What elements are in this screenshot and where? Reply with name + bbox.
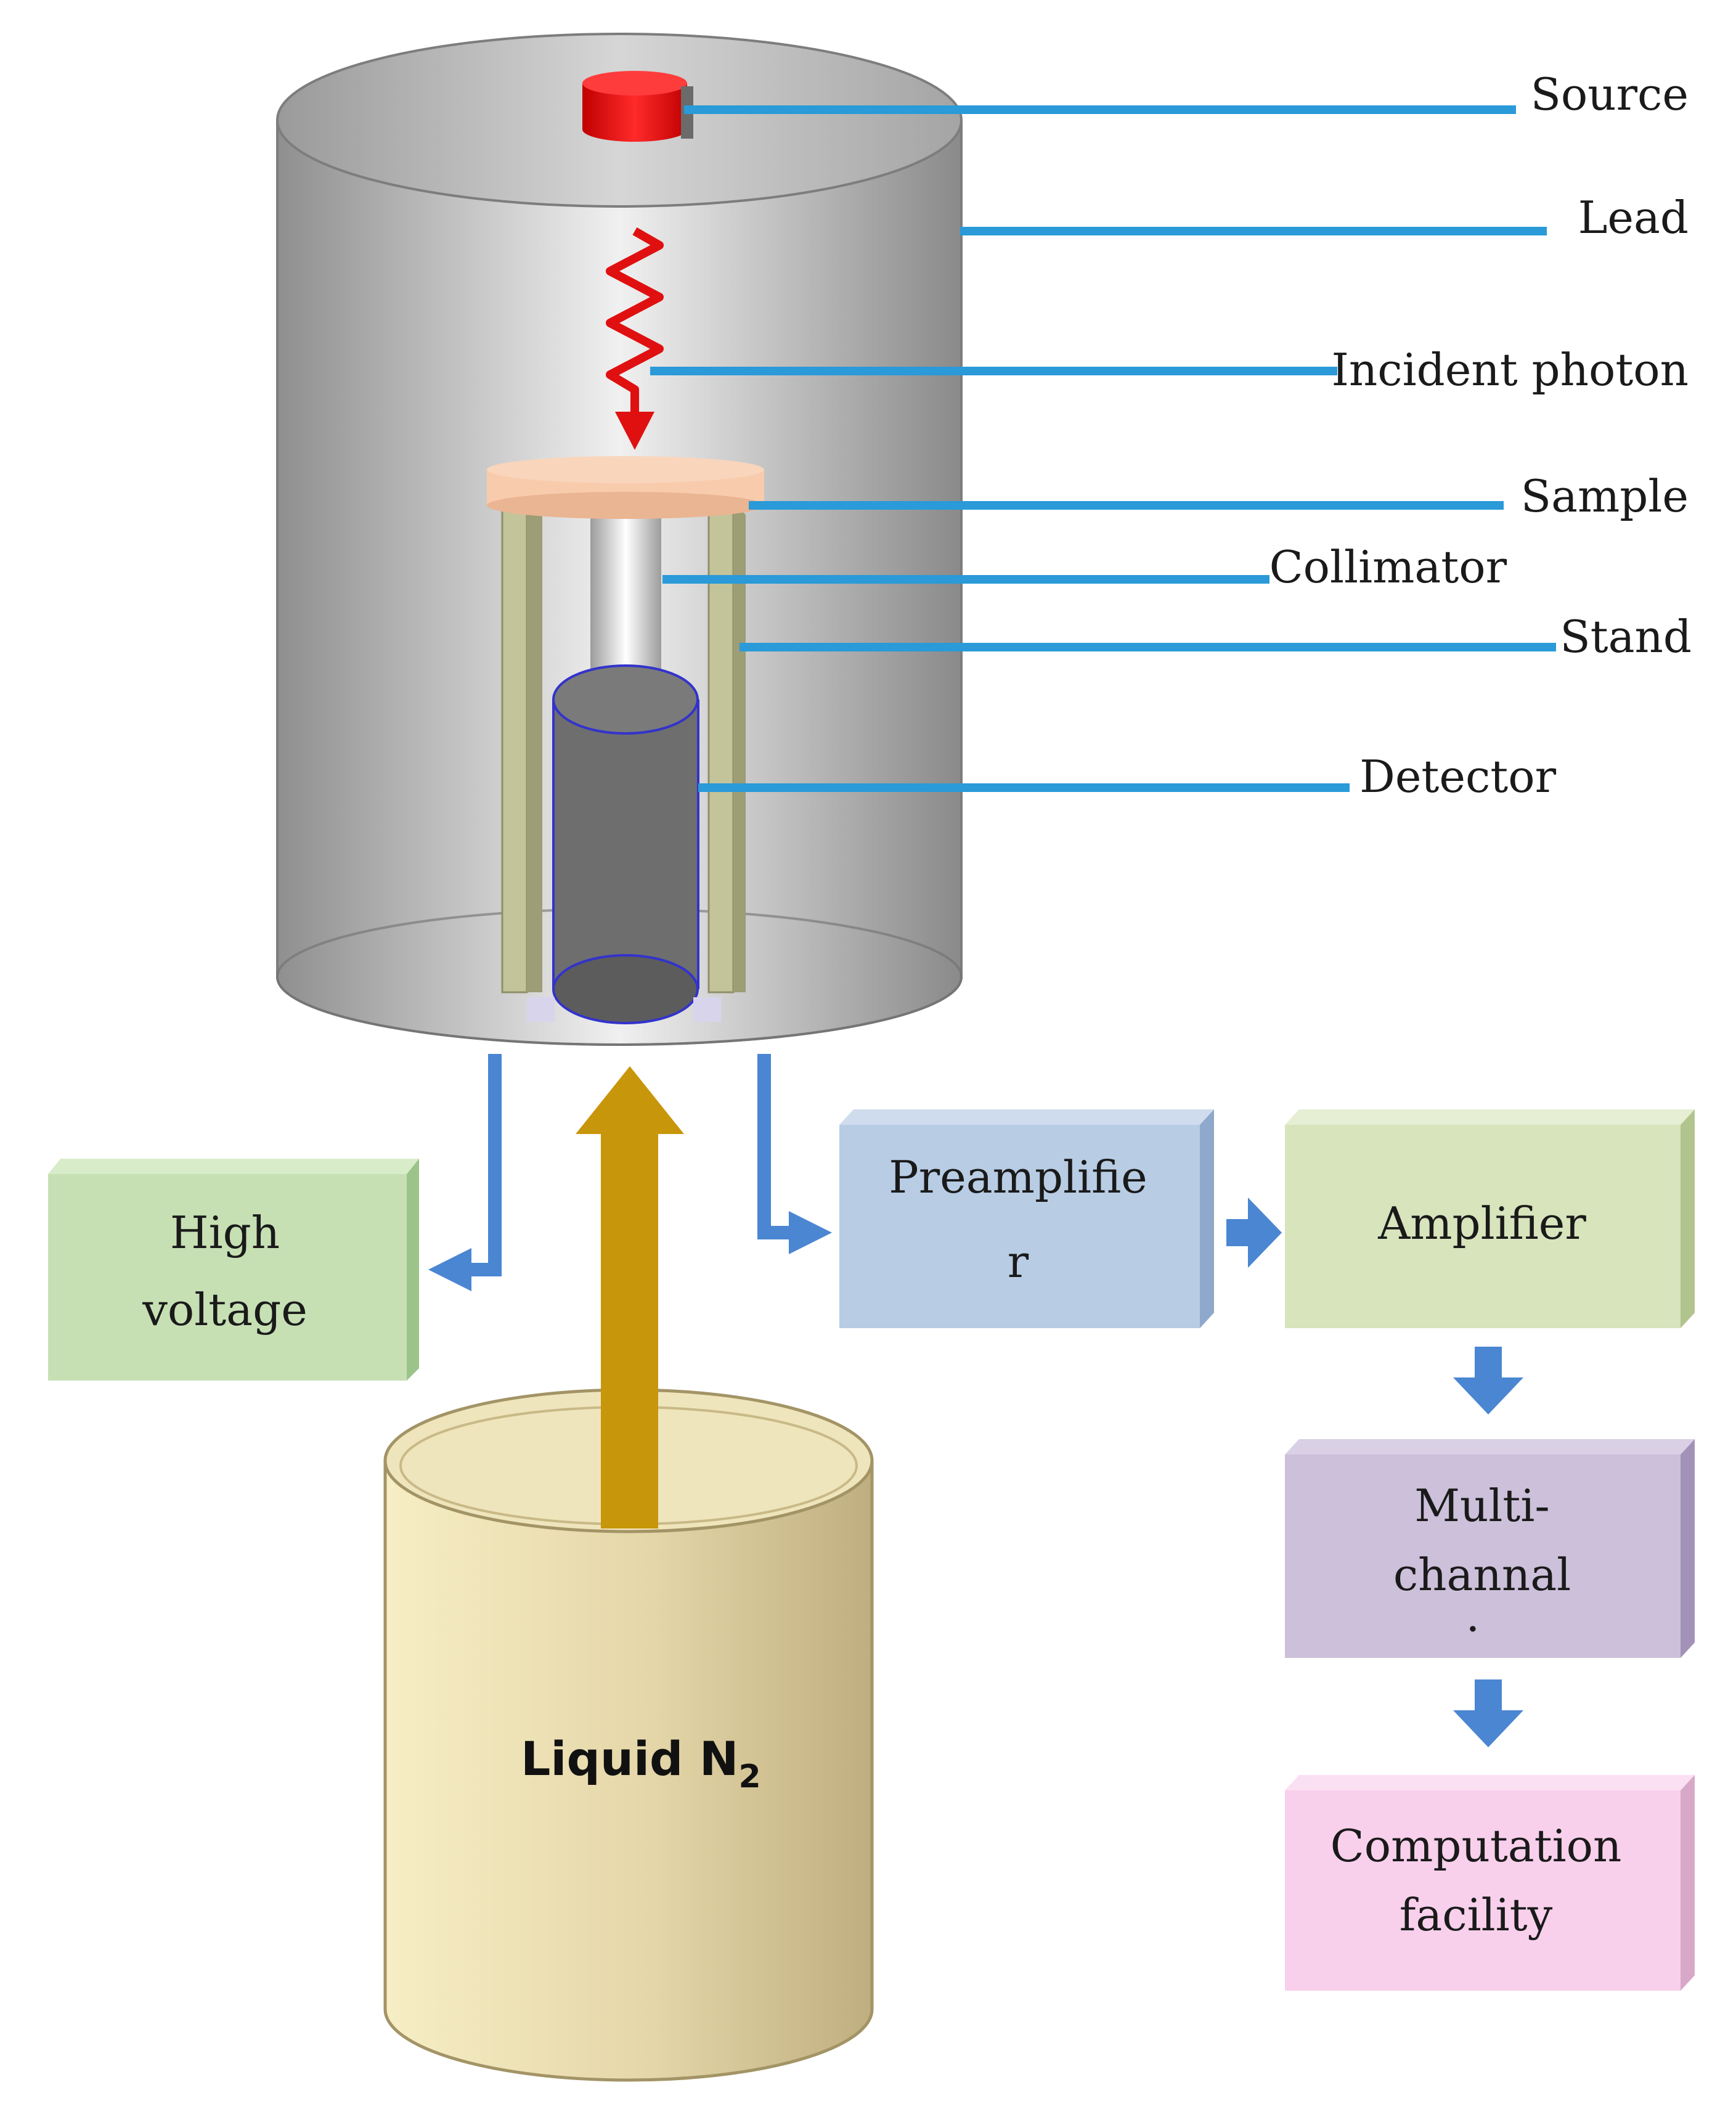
stand-label: Stand [1560,611,1692,663]
computation-box [1285,1775,1695,1991]
incident-photon-label: Incident photon [1331,344,1689,396]
amplifier-line-1: Amplifier [1377,1198,1586,1249]
preamplifier-box [839,1109,1214,1328]
source-block [582,71,693,142]
high-voltage-line-1: High [170,1207,280,1259]
high-voltage-line-2: voltage [142,1284,308,1336]
source-label: Source [1531,68,1689,120]
multichannel-line-2: channal [1393,1549,1571,1601]
computation-line-2: facility [1400,1889,1553,1941]
multichannel-box [1285,1439,1695,1658]
computation-line-1: Computation [1331,1820,1622,1872]
preamplifier-line-2: r [1008,1236,1029,1287]
liquid-n2-label: Liquid N2 [521,1731,761,1795]
multichannel-line-3: · [1466,1603,1480,1655]
arrow-icon [428,1054,1523,1747]
multichannel-line-1: Multi- [1414,1480,1549,1532]
preamplifier-line-1: Preamplifie [889,1151,1147,1203]
nitrogen-flow-arrow [576,1066,684,1528]
lead-label: Lead [1578,192,1689,243]
detector [527,664,721,1024]
wavy-arrow-icon [606,227,664,450]
collimator-label: Collimator [1269,541,1507,593]
amplifier-box [1285,1109,1695,1328]
leader-lines [650,105,1556,792]
sample [487,456,764,519]
high-voltage-box [48,1159,419,1381]
sample-label: Sample [1521,470,1689,522]
collimator [590,512,661,677]
detector-label: Detector [1359,751,1556,802]
